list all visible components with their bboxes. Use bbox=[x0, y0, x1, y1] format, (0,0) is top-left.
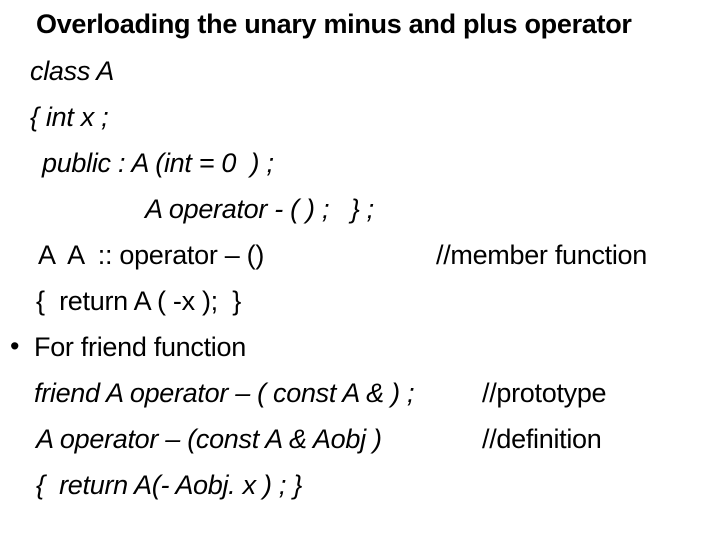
comment-prototype: //prototype bbox=[482, 378, 607, 408]
comment-member-function: //member function bbox=[436, 240, 647, 270]
code-line-operator-decl: A operator - ( ) ; } ; bbox=[145, 194, 374, 224]
slide-title: Overloading the unary minus and plus ope… bbox=[36, 9, 632, 39]
code-line-friend-prototype: friend A operator – ( const A & ) ; bbox=[34, 378, 415, 408]
code-line-friend-body: { return A(- Aobj. x ) ; } bbox=[36, 470, 303, 500]
code-line-member-operator: A A :: operator – () bbox=[38, 240, 265, 270]
comment-definition: //definition bbox=[482, 424, 602, 454]
code-line-constructor: public : A (int = 0 ) ; bbox=[42, 148, 274, 178]
bullet-icon: • bbox=[10, 331, 20, 361]
code-line-class-decl: class A bbox=[30, 56, 114, 86]
bullet-friend-function: For friend function bbox=[34, 332, 246, 362]
code-line-member-var: { int x ; bbox=[30, 102, 109, 132]
code-line-member-body: { return A ( -x ); } bbox=[36, 286, 241, 316]
code-line-friend-definition: A operator – (const A & Aobj ) bbox=[36, 424, 382, 454]
